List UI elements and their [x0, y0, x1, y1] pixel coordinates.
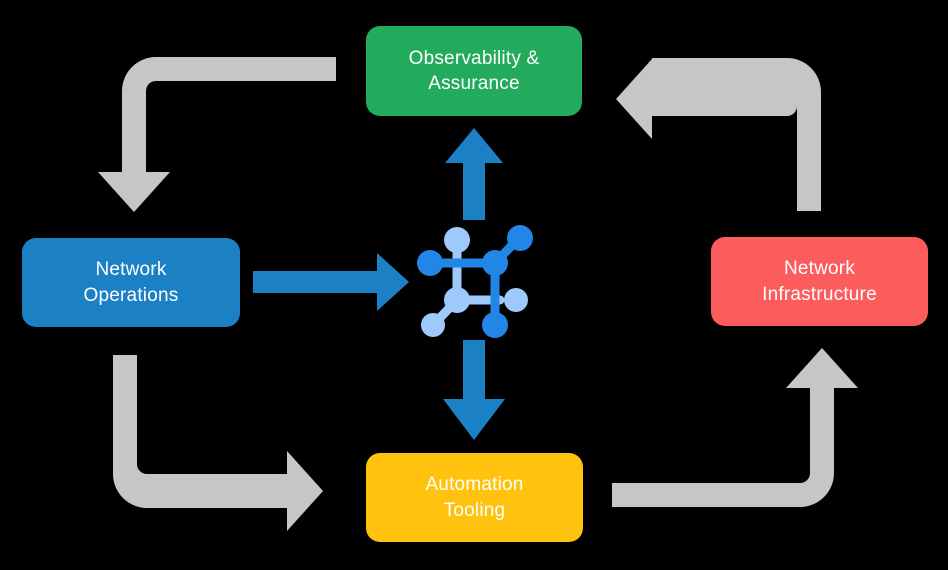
- arrow-center-to-automation: [443, 340, 505, 440]
- node-label-network-infrastructure: Network Infrastructure: [762, 258, 877, 305]
- arrow-infrastructure-corner-fill: [787, 58, 821, 211]
- arrow-automation-to-infrastructure: [612, 348, 858, 507]
- node-automation-tooling[interactable]: Automation Tooling: [366, 453, 583, 542]
- network-icon-light-nodes: [421, 227, 528, 337]
- arrow-operations-to-automation: [113, 355, 323, 531]
- arrow-operations-to-center: [253, 253, 409, 311]
- node-label-automation-tooling: Automation Tooling: [425, 474, 524, 521]
- node-network-operations[interactable]: Network Operations: [22, 238, 240, 327]
- node-observability-assurance[interactable]: Observability & Assurance: [366, 26, 582, 116]
- arrow-infrastructure-to-observability: [616, 58, 821, 211]
- network-icon-dark-links: [425, 233, 524, 330]
- arrow-center-to-observability: [445, 128, 503, 220]
- node-label-observability-assurance: Observability & Assurance: [408, 47, 540, 94]
- arrow-observability-to-operations: [98, 57, 336, 212]
- node-label-network-operations: Network Operations: [83, 259, 179, 306]
- node-network-infrastructure[interactable]: Network Infrastructure: [711, 237, 928, 326]
- network-icon-dark-nodes: [417, 225, 533, 338]
- network-icon-light-links: [430, 237, 505, 327]
